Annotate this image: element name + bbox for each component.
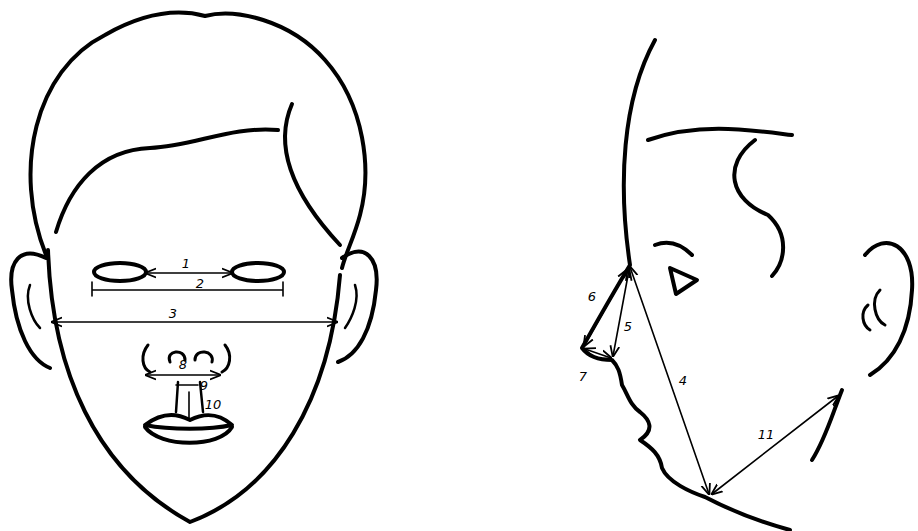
profile-outline	[582, 40, 790, 530]
callout-number: 7	[579, 370, 587, 383]
callout-number: 9	[200, 379, 208, 392]
face-outline	[48, 250, 340, 522]
callout-number: 4	[679, 374, 687, 387]
right-ear-inner	[345, 285, 357, 328]
measure-line	[585, 349, 611, 358]
left-ear	[11, 254, 50, 368]
lower-lip	[145, 427, 232, 443]
hairline	[56, 129, 278, 232]
callout-number: 3	[169, 307, 177, 320]
profile-jaw	[812, 390, 842, 460]
measure-line	[146, 374, 220, 376]
measure-line	[584, 270, 627, 346]
measure-line	[92, 282, 283, 296]
measure-line	[176, 384, 198, 386]
hair-curl	[285, 104, 340, 245]
profile-hair-curl	[734, 140, 783, 276]
callout-number: 10	[205, 398, 222, 411]
right-ear	[338, 252, 377, 362]
profile-ear	[865, 243, 912, 375]
callout-number: 1	[182, 257, 190, 270]
callout-number: 8	[179, 358, 187, 371]
nose	[143, 345, 230, 372]
profile-ear-inner	[863, 290, 885, 330]
callout-number: 6	[588, 290, 596, 303]
measure-line	[146, 272, 232, 274]
callout-number: 11	[758, 428, 775, 441]
measure-line	[630, 267, 709, 494]
profile-hairline	[648, 129, 792, 140]
hair-outline	[31, 13, 366, 268]
callout-number: 2	[196, 277, 204, 290]
measure-line	[712, 396, 838, 494]
measure-line	[613, 270, 629, 356]
profile-brow	[655, 243, 692, 255]
right-eye	[232, 263, 284, 281]
measure-line	[52, 321, 337, 323]
profile-eye	[670, 268, 697, 294]
left-eye	[94, 263, 146, 281]
left-ear-inner	[28, 285, 40, 328]
measure-line	[188, 392, 190, 418]
callout-number: 5	[624, 320, 632, 333]
